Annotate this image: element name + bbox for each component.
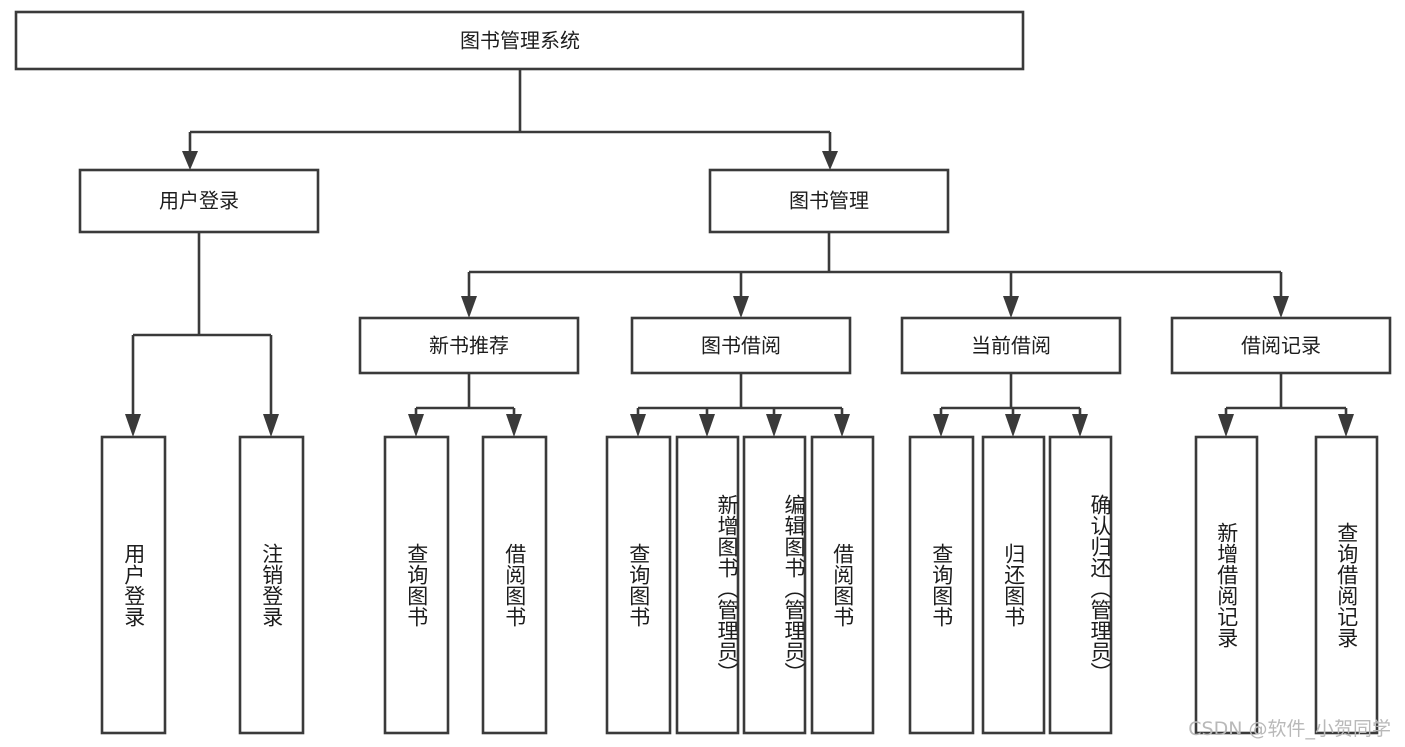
arrowhead-book-borrow: [733, 296, 749, 318]
node-leaf-edit-book[interactable]: [742, 435, 807, 735]
node-leaf-return-book[interactable]: [981, 435, 1046, 735]
node-book-manage[interactable]: [708, 168, 950, 234]
arrowhead-leaf-user-login: [125, 414, 141, 437]
arrowhead-new-book-rec: [461, 296, 477, 318]
node-leaf-user-login[interactable]: [100, 435, 167, 735]
arrowhead-leaf-query-record: [1338, 414, 1354, 437]
node-new-book-rec[interactable]: [358, 316, 580, 375]
node-leaf-add-book[interactable]: [675, 435, 740, 735]
node-user-login[interactable]: [78, 168, 320, 234]
node-book-manage-label: 图书管理: [789, 189, 869, 213]
arrowhead-leaf-add-book: [699, 414, 715, 437]
node-new-book-rec-label: 新书推荐: [429, 334, 509, 358]
arrowhead-leaf-confirm-return: [1072, 414, 1088, 437]
arrowhead-leaf-query-book-1: [408, 414, 424, 437]
node-leaf-borrow-book-1[interactable]: [481, 435, 548, 735]
arrowhead-leaf-query-book-3: [933, 414, 949, 437]
node-leaf-query-record[interactable]: [1314, 435, 1379, 735]
edges-layer: [125, 69, 1354, 437]
node-book-borrow[interactable]: [630, 316, 852, 375]
arrowhead-leaf-edit-book: [766, 414, 782, 437]
arrowhead-leaf-return-book: [1005, 414, 1021, 437]
node-book-borrow-label: 图书借阅: [701, 334, 781, 358]
node-borrow-record[interactable]: [1170, 316, 1392, 375]
arrowhead-leaf-user-logout: [263, 414, 279, 437]
node-leaf-borrow-book-2[interactable]: [810, 435, 875, 735]
arrowhead-book-manage: [822, 151, 838, 170]
arrowhead-leaf-add-record: [1218, 414, 1234, 437]
node-leaf-confirm-return[interactable]: [1048, 435, 1113, 735]
arrowhead-leaf-query-book-2: [630, 414, 646, 437]
node-leaf-query-book-2[interactable]: [605, 435, 672, 735]
arrowhead-current-borrow: [1003, 296, 1019, 318]
node-current-borrow-label: 当前借阅: [971, 334, 1051, 358]
node-leaf-user-logout[interactable]: [238, 435, 305, 735]
arrowhead-borrow-record: [1273, 296, 1289, 318]
arrowhead-user-login: [182, 151, 198, 170]
node-user-login-label: 用户登录: [159, 189, 239, 213]
node-leaf-query-book-3[interactable]: [908, 435, 975, 735]
node-current-borrow[interactable]: [900, 316, 1122, 375]
arrowhead-leaf-borrow-book-1: [506, 414, 522, 437]
node-borrow-record-label: 借阅记录: [1241, 334, 1321, 358]
arrowhead-leaf-borrow-book-2: [834, 414, 850, 437]
node-leaf-query-book-1[interactable]: [383, 435, 450, 735]
boxes-layer: 图书管理系统 用户登录 图书管理 新书推荐 图书借阅 当前借阅 借阅记录: [14, 10, 1392, 735]
node-leaf-add-record[interactable]: [1194, 435, 1259, 735]
node-root-label: 图书管理系统: [460, 29, 580, 53]
node-root-book-management-system[interactable]: [14, 10, 1025, 71]
